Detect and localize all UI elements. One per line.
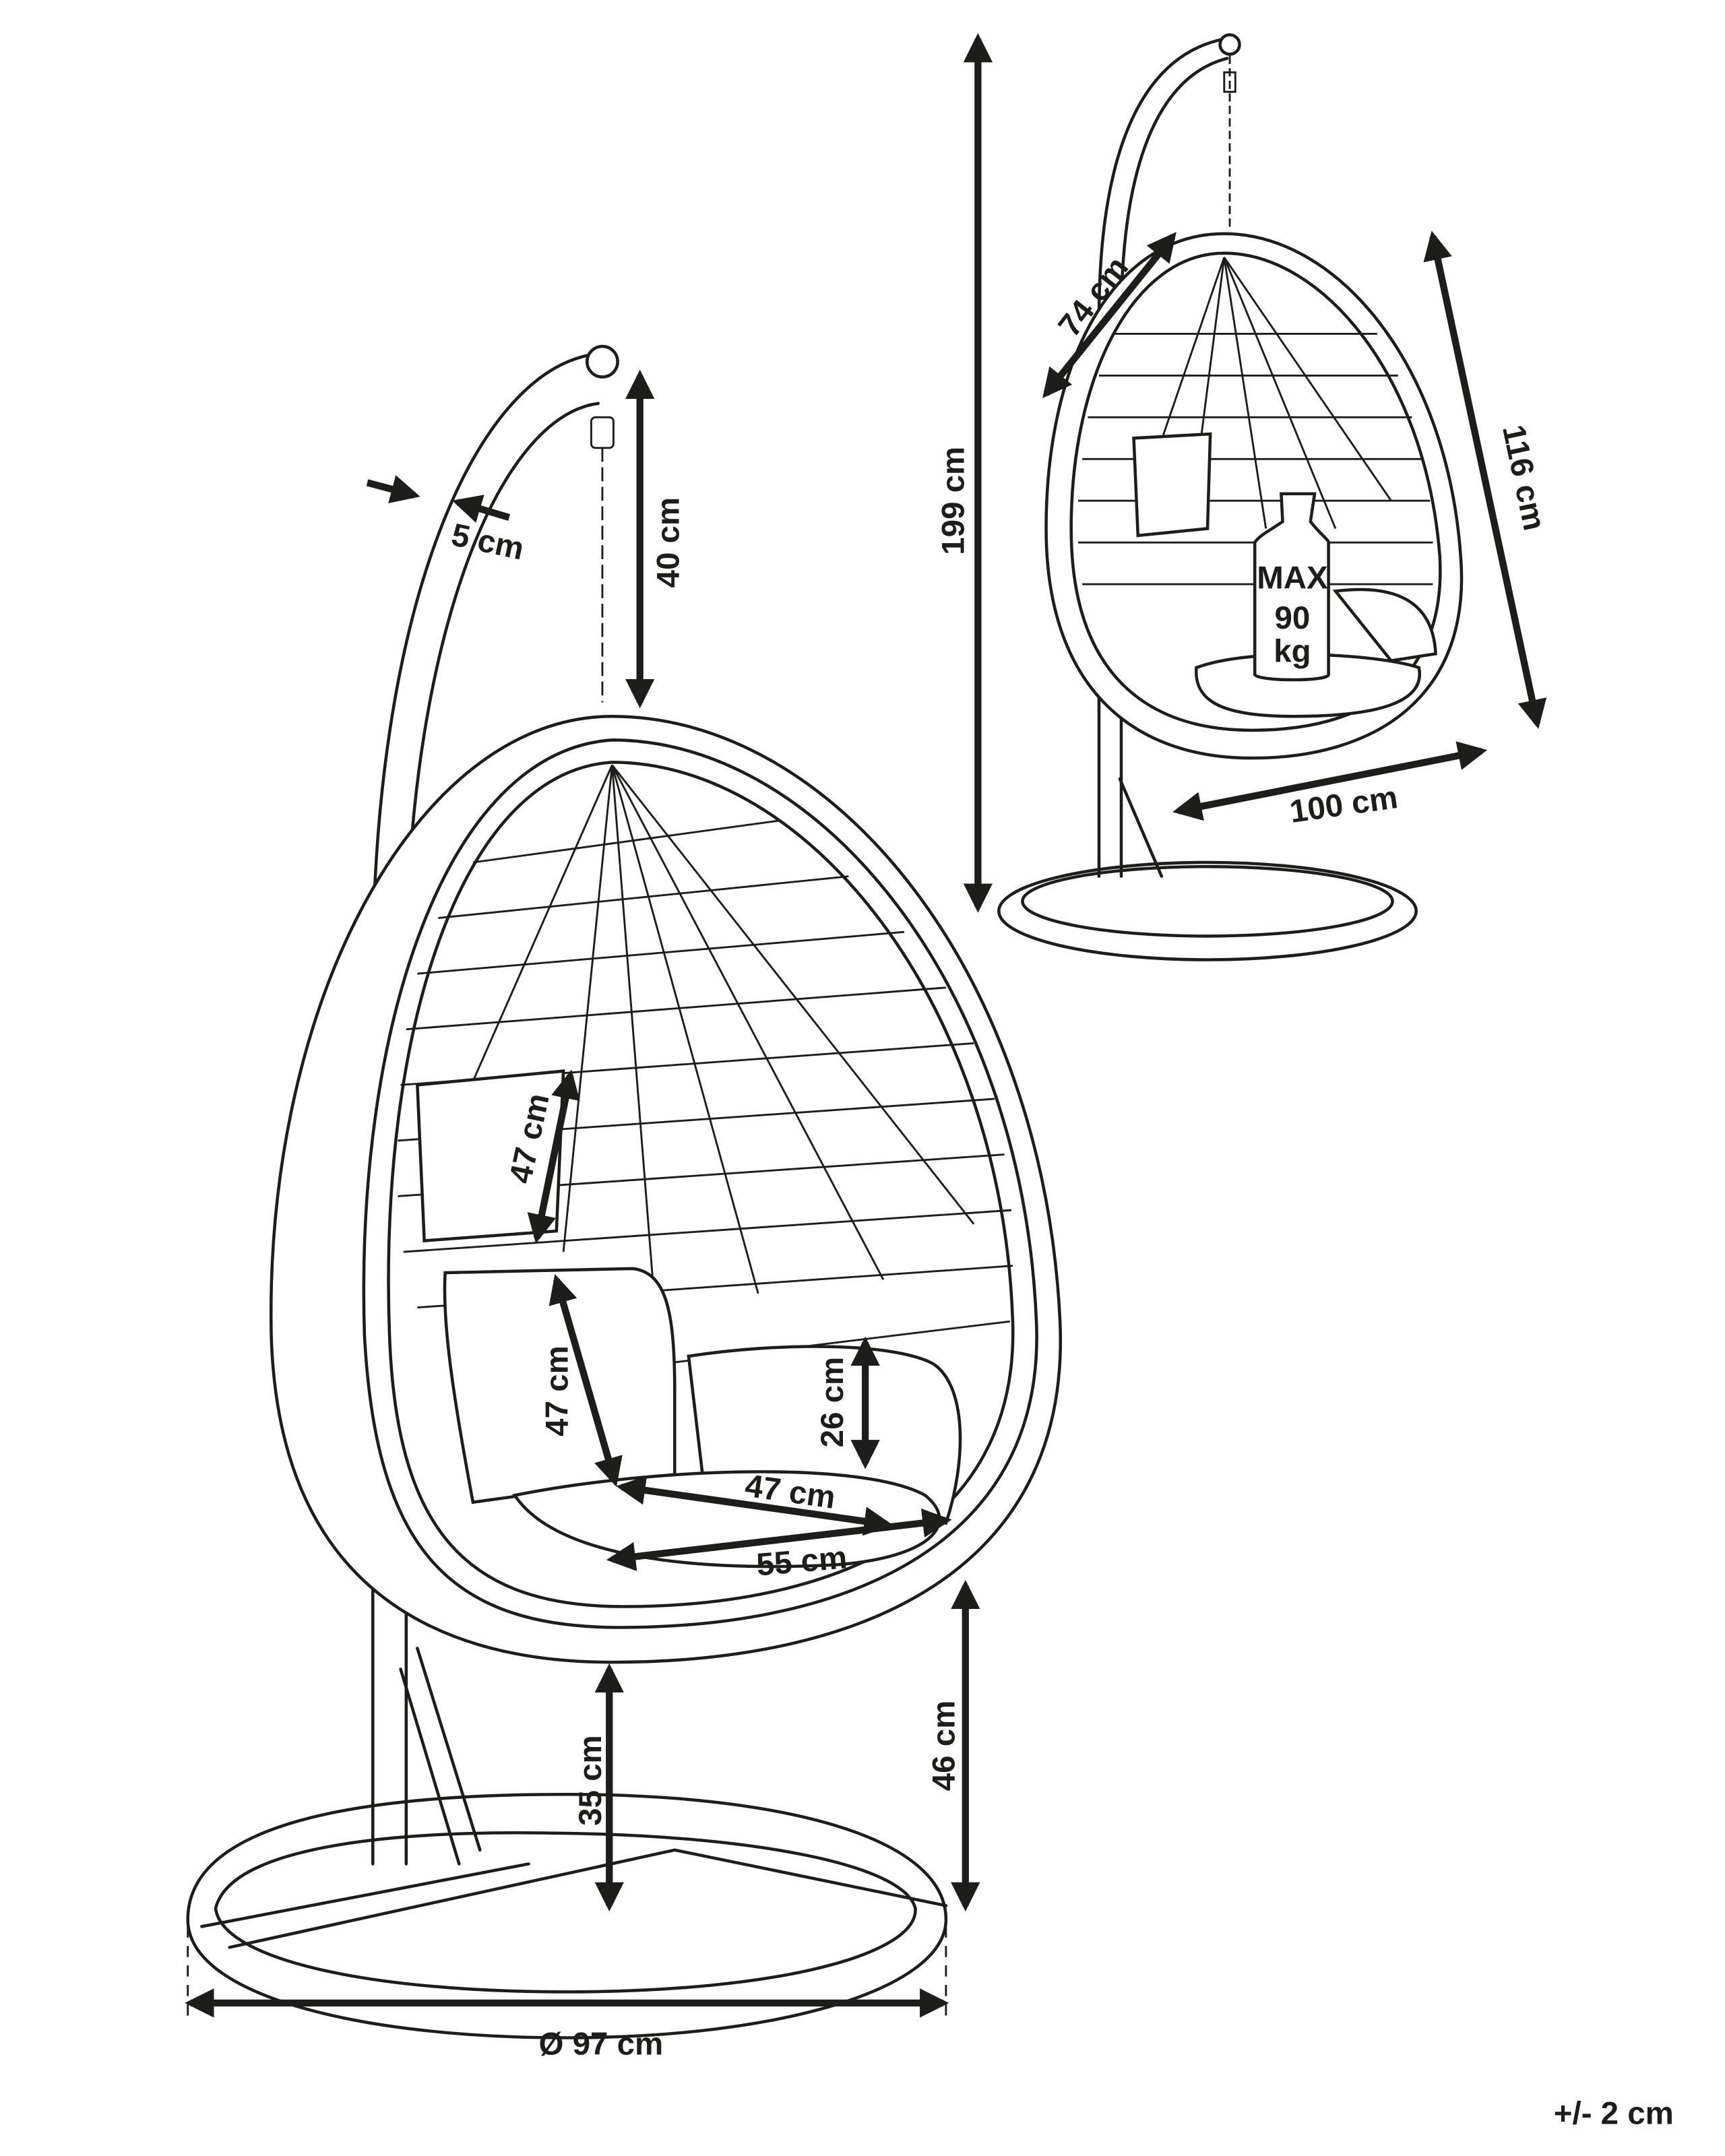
label-armrest-height: 26 cm	[815, 1357, 850, 1448]
label-backrest-height: 47 cm	[539, 1345, 575, 1436]
dimension-total-height: 199 cm	[936, 33, 993, 913]
max-load-line2: 90	[1275, 600, 1311, 636]
label-seat-width: 55 cm	[755, 1540, 849, 1583]
label-frame-tube: 5 cm	[448, 517, 527, 567]
dimension-base-diameter: Ø 97 cm	[185, 1926, 949, 2062]
label-seat-height: 46 cm	[926, 1701, 962, 1792]
max-load-line3: kg	[1274, 634, 1311, 670]
small-chair-illustration: MAX 90 kg	[997, 33, 1464, 961]
dimension-seat-width: 55 cm	[606, 1509, 952, 1583]
max-load-weight-icon: MAX 90 kg	[1253, 492, 1330, 682]
label-ground-clearance: 35 cm	[573, 1735, 608, 1826]
dimension-frame-tube: 5 cm	[366, 475, 527, 567]
label-chain-length: 40 cm	[650, 497, 686, 588]
dimension-egg-width: 100 cm	[1172, 741, 1488, 830]
dimension-seat-height: 46 cm	[926, 1579, 980, 1912]
label-total-height: 199 cm	[936, 447, 972, 555]
dimension-backrest-height: 47 cm	[539, 1274, 623, 1488]
max-load-line1: MAX	[1257, 560, 1328, 596]
dimension-ground-clearance: 35 cm	[573, 1663, 624, 1912]
dimension-chain-length: 40 cm	[625, 369, 686, 709]
tolerance-note: +/- 2 cm	[1554, 2096, 1674, 2132]
label-egg-height: 116 cm	[1495, 422, 1552, 534]
dimension-armrest-height: 26 cm	[815, 1336, 880, 1469]
label-base-diameter: Ø 97 cm	[539, 2026, 664, 2062]
